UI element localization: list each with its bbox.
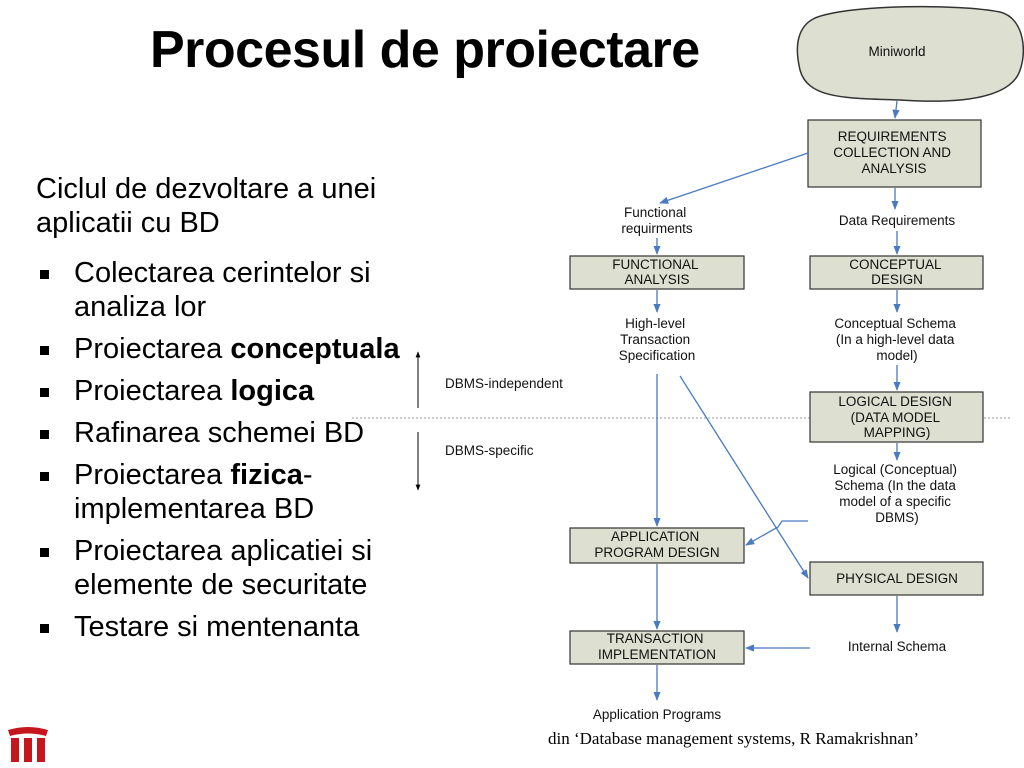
- bullet-square-icon: [40, 388, 49, 397]
- requirements-label: REQUIREMENTS COLLECTION AND ANALYSIS: [833, 129, 955, 176]
- functional-analysis-box: [569, 255, 745, 290]
- conceptual-schema-label: Conceptual Schema (In a high-level data …: [834, 316, 959, 363]
- functional-analysis-label: FUNCTIONAL ANALYSIS: [612, 257, 702, 287]
- bullet-item: Proiectarea fizica-implementarea BD: [36, 458, 436, 526]
- intro-text: Ciclul de dezvoltare a unei aplicatii cu…: [36, 173, 377, 239]
- data-requirements-label: Data Requirements: [839, 213, 956, 228]
- citation: din ‘Database management systems, R Rama…: [548, 729, 920, 748]
- conceptual-design-box: [809, 255, 984, 290]
- bullet-item: Proiectarea conceptuala: [36, 332, 436, 366]
- arrow-requirements-functional: [659, 152, 809, 204]
- conceptual-design-label: CONCEPTUAL DESIGN: [849, 257, 945, 287]
- internal-schema-label: Internal Schema: [848, 639, 947, 654]
- logical-design-label: LOGICAL DESIGN (DATA MODEL MAPPING): [838, 394, 955, 440]
- bullet-item: Colectarea cerintelor si analiza lor: [36, 256, 436, 324]
- miniworld-shape: [796, 5, 1024, 102]
- application-program-design-box: [569, 527, 745, 564]
- physical-design-box: [809, 561, 984, 596]
- bullet-square-icon: [40, 624, 49, 633]
- bullet-square-icon: [40, 430, 49, 439]
- bullet-square-icon: [40, 270, 49, 279]
- bullet-square-icon: [40, 548, 49, 557]
- slide-title: Procesul de proiectare: [150, 21, 700, 79]
- functional-requirements-label: Functional requirments: [621, 205, 693, 236]
- physical-design-label: PHYSICAL DESIGN: [836, 571, 958, 586]
- arrow-logical-schema-app-design: [745, 520, 808, 546]
- arrow-spec-physical: [679, 375, 809, 579]
- bullet-square-icon: [40, 472, 49, 481]
- application-program-design-label: APPLICATION PROGRAM DESIGN: [594, 529, 719, 560]
- dbms-specific-label: DBMS-specific: [445, 443, 534, 458]
- transaction-implementation-box: [569, 630, 745, 665]
- bullet-item: Rafinarea schemei BD: [36, 416, 436, 450]
- requirements-box: [807, 119, 982, 188]
- miniworld-label: Miniworld: [868, 44, 925, 59]
- transaction-implementation-label: TRANSACTION IMPLEMENTATION: [598, 631, 716, 662]
- bullet-item: Proiectarea aplicatiei si elemente de se…: [36, 534, 436, 602]
- bullet-item: Proiectarea logica: [36, 374, 436, 408]
- logical-design-box: [809, 391, 984, 443]
- university-logo-icon: [8, 727, 48, 762]
- bullet-item: Testare si mentenanta: [36, 610, 436, 644]
- flow-arrows: [653, 100, 901, 701]
- bullet-square-icon: [40, 346, 49, 355]
- high-level-spec-label: High-level Transaction Specification: [619, 316, 696, 363]
- bullet-list: Colectarea cerintelor si analiza lor Pro…: [36, 256, 436, 652]
- arrow-miniworld-requirements: [892, 100, 900, 119]
- application-programs-label: Application Programs: [593, 707, 722, 722]
- logical-schema-label: Logical (Conceptual) Schema (In the data…: [833, 462, 961, 525]
- dbms-independent-label: DBMS-independent: [445, 376, 563, 391]
